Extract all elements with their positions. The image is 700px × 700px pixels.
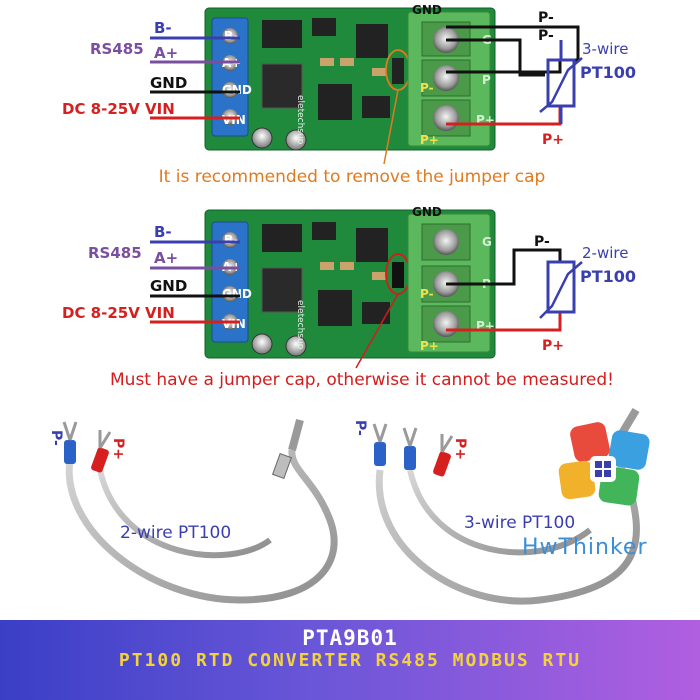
wire-label-a-plus: A+ bbox=[154, 249, 178, 267]
wire-label-a-plus: A+ bbox=[154, 44, 178, 62]
gnd-label: GND bbox=[150, 277, 187, 295]
probe-label: 3-wire PT100 bbox=[464, 513, 575, 533]
chip-icon bbox=[312, 222, 336, 240]
probe-left: P- P+ 2-wire PT100 bbox=[48, 418, 338, 604]
jumper-note: It is recommended to remove the jumper c… bbox=[159, 167, 546, 187]
regulator-icon bbox=[261, 267, 303, 313]
sensor-terminal-label-p-plus: P+ bbox=[420, 339, 439, 353]
terminal-screw-icon bbox=[222, 232, 238, 248]
sensor-terminal-label-p-plus: P+ bbox=[420, 133, 439, 147]
terminal-screw-icon bbox=[433, 229, 459, 255]
wire-label-p-plus: P+ bbox=[542, 132, 564, 148]
side-label-p: P bbox=[482, 73, 491, 87]
product-description: PT100 RTD converter RS485 Modbus RTU bbox=[118, 650, 582, 671]
terminal-label-gnd: GND bbox=[222, 287, 252, 301]
sensor-terminal-label-p-minus: P- bbox=[420, 81, 434, 95]
title-banner: PTA9B01 PT100 RTD converter RS485 Modbus… bbox=[0, 620, 700, 700]
capacitor-icon bbox=[251, 333, 273, 355]
power-label: DC 8-25V VIN bbox=[62, 100, 175, 118]
wiring-diagram: eletechsup G P P+ B- A+ GND VIN GND P- P… bbox=[48, 3, 650, 605]
terminal-screw-icon bbox=[433, 105, 459, 131]
power-terminal-block-2 bbox=[211, 221, 249, 343]
wire-label-b-minus: B- bbox=[154, 19, 172, 37]
terminal-label-vin: VIN bbox=[222, 317, 246, 331]
sensor-wire-type: 3-wire bbox=[582, 40, 628, 58]
board-1: eletechsup G P P+ B- A+ GND VIN GND P- P… bbox=[62, 3, 636, 187]
terminal-screw-icon bbox=[222, 286, 238, 302]
terminal-screw-icon bbox=[222, 82, 238, 98]
capacitor-icon bbox=[285, 129, 307, 151]
chip-icon bbox=[362, 302, 390, 324]
lead-plus-sleeve bbox=[91, 447, 109, 473]
sensor-wire-type: 2-wire bbox=[582, 244, 628, 262]
logo-text[interactable]: HwThinker bbox=[522, 535, 648, 560]
wire-label-p-minus: P- bbox=[538, 10, 554, 26]
regulator-icon bbox=[261, 63, 303, 109]
pcb-brand: eletechsup bbox=[295, 300, 305, 350]
lead-minus-sleeve bbox=[64, 440, 76, 464]
wire-label-b-minus: B- bbox=[154, 223, 172, 241]
sensor-name: PT100 bbox=[580, 63, 636, 82]
capacitor-icon bbox=[251, 127, 273, 149]
lead-label-p-minus: P- bbox=[48, 430, 64, 446]
terminal-screw-icon bbox=[433, 311, 459, 337]
sensor-terminal-label-gnd: GND bbox=[412, 3, 442, 17]
wire-label-p-minus: P- bbox=[538, 28, 554, 44]
chip-icon bbox=[362, 96, 390, 118]
sensor-name: PT100 bbox=[580, 267, 636, 286]
side-label-g: G bbox=[482, 235, 492, 249]
terminal-label-gnd: GND bbox=[222, 83, 252, 97]
pt100-resistor-icon bbox=[539, 40, 583, 124]
wire-label-p-minus: P- bbox=[534, 234, 550, 250]
lead-label-p-minus: P- bbox=[352, 420, 368, 436]
jumper-cap bbox=[392, 262, 404, 288]
chip-icon bbox=[318, 290, 352, 326]
pt100-resistor-icon bbox=[539, 260, 583, 319]
hwthinker-logo: HwThinker bbox=[522, 422, 650, 560]
chip-icon bbox=[262, 20, 302, 48]
chip-icon bbox=[356, 228, 388, 262]
sensor-terminal-label-gnd: GND bbox=[412, 205, 442, 219]
chip-icon bbox=[318, 84, 352, 120]
chip-icon bbox=[312, 18, 336, 36]
sensor-terminal-label-p-minus: P- bbox=[420, 287, 434, 301]
pcb-brand: eletechsup bbox=[295, 95, 305, 145]
power-label: DC 8-25V VIN bbox=[62, 304, 175, 322]
jumper-header bbox=[392, 58, 404, 84]
lead-plus-sleeve bbox=[433, 451, 451, 477]
capacitor-icon bbox=[285, 335, 307, 357]
power-terminal-block-1 bbox=[211, 17, 249, 137]
gnd-label: GND bbox=[150, 74, 187, 92]
lead-minus-sleeve bbox=[404, 446, 416, 470]
terminal-label-b-minus: B- bbox=[224, 233, 238, 247]
board-2: eletechsup G P P+ B- A+ GND VIN GND P- P… bbox=[62, 205, 636, 390]
chip-icon bbox=[356, 24, 388, 58]
lead-label-p-plus: P+ bbox=[110, 438, 126, 460]
terminal-label-b-minus: B- bbox=[224, 29, 238, 43]
jumper-note: Must have a jumper cap, otherwise it can… bbox=[110, 370, 614, 390]
rs485-label: RS485 bbox=[90, 40, 144, 58]
lead-label-p-plus: P+ bbox=[452, 438, 468, 460]
terminal-screw-icon bbox=[433, 65, 459, 91]
lead-minus-sleeve bbox=[374, 442, 386, 466]
wire-label-p-plus: P+ bbox=[542, 338, 564, 354]
rs485-label: RS485 bbox=[88, 244, 142, 262]
product-model: PTA9B01 bbox=[302, 626, 398, 650]
terminal-screw-icon bbox=[222, 28, 238, 44]
probe-label: 2-wire PT100 bbox=[120, 523, 231, 543]
terminal-label-vin: VIN bbox=[222, 113, 246, 127]
chip-icon bbox=[262, 224, 302, 252]
